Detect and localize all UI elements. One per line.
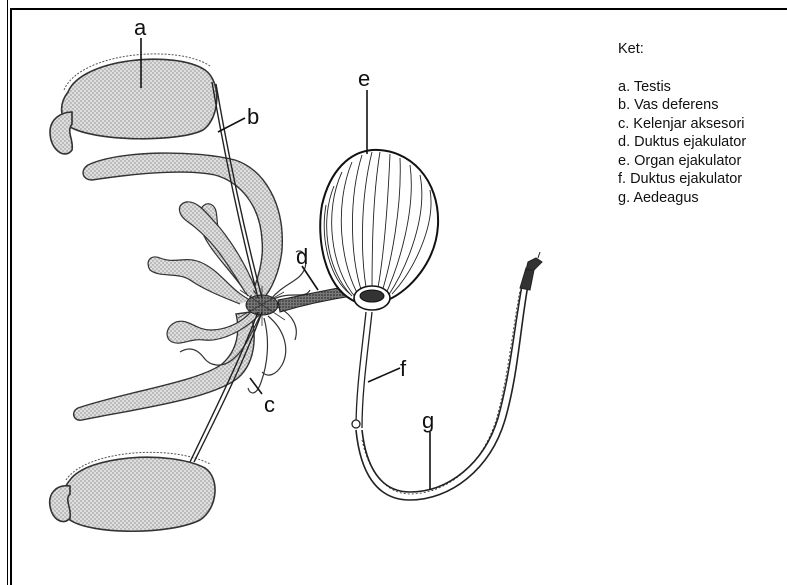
label-b: b [247,104,259,129]
legend-item: c. Kelenjar aksesori [618,115,746,134]
ejaculatory-organ [320,150,438,310]
label-f: f [400,356,407,381]
legend-item: g. Aedeagus [618,189,746,208]
ejaculatory-duct-f [352,312,372,428]
label-d: d [296,244,308,269]
label-a: a [134,15,147,40]
label-c: c [264,392,275,417]
legend-item: f. Duktus ejakulator [618,170,746,189]
legend: Ket: a. Testis b. Vas deferens c. Kelenj… [618,40,746,207]
legend-item: b. Vas deferens [618,96,746,115]
label-e: e [358,66,370,91]
label-g: g [422,408,434,433]
testis-top [50,54,217,154]
legend-item: d. Duktus ejakulator [618,133,746,152]
legend-item: a. Testis [618,78,746,97]
legend-item: e. Organ ejakulator [618,152,746,171]
legend-title: Ket: [618,40,746,59]
testis-bottom [50,452,215,531]
